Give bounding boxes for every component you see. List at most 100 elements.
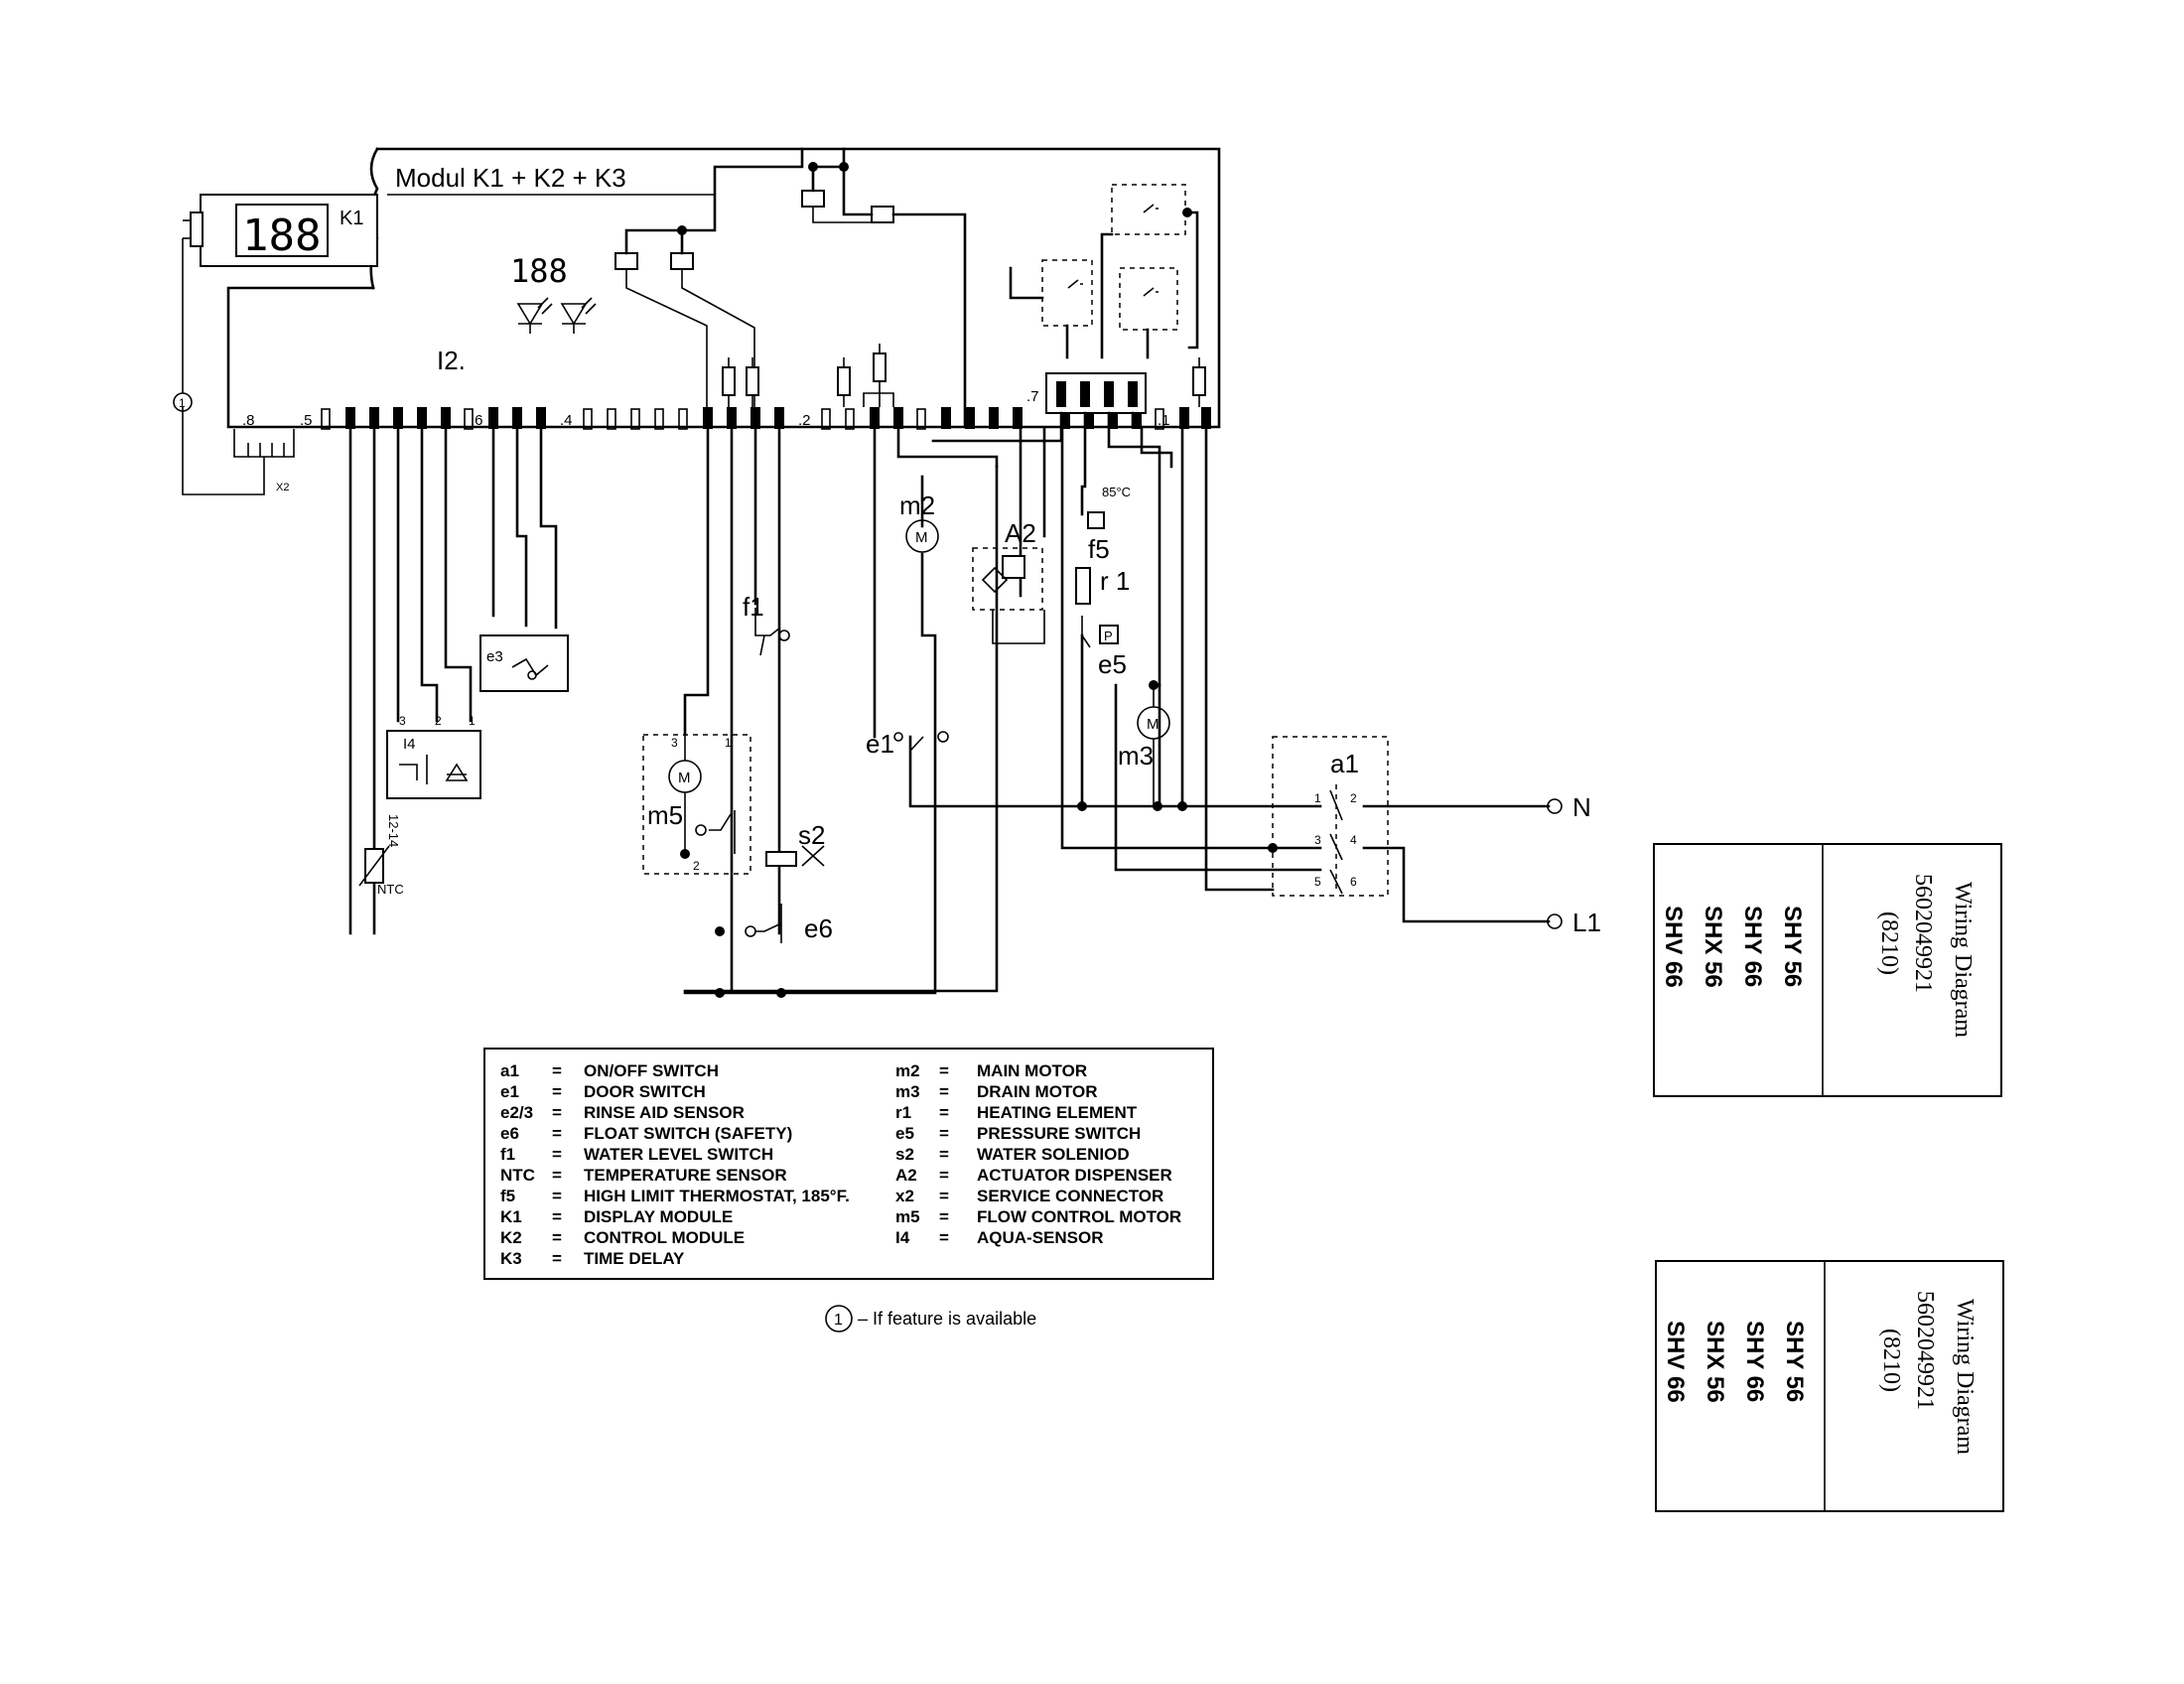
title-block-2-model-4: SHV 66: [1662, 1321, 1689, 1403]
s2-water-solenoid: s2: [765, 820, 825, 867]
r1-heating-element: r 1: [1075, 566, 1130, 605]
title-block-1: Wiring Diagram 5602049921 (8210) SHY 56 …: [1653, 843, 2002, 1097]
i4-pin-1: 1: [469, 714, 476, 728]
title-block-1-code: (8210): [1876, 912, 1902, 975]
m3-label: m3: [1118, 741, 1154, 771]
legend-eq: =: [939, 1187, 949, 1205]
legend-code: m5: [895, 1207, 920, 1226]
legend-eq: =: [939, 1061, 949, 1080]
k1-label: K1: [340, 208, 363, 229]
legend-desc: TIME DELAY: [584, 1249, 685, 1268]
pin-label-1: .1: [1158, 412, 1170, 429]
legend-desc: ON/OFF SWITCH: [584, 1061, 719, 1080]
f5-high-limit-thermostat: 85°C f5: [1081, 485, 1131, 564]
title-block-2-number: 5602049921: [1912, 1291, 1938, 1410]
legend-eq: =: [939, 1207, 949, 1226]
legend-eq: =: [552, 1228, 562, 1247]
legend-desc: FLOAT SWITCH (SAFETY): [584, 1124, 792, 1143]
legend-code: K2: [500, 1228, 522, 1247]
legend-eq: =: [552, 1124, 562, 1143]
m5-pin-1: 1: [725, 736, 732, 750]
title-block-2: Wiring Diagram 5602049921 (8210) SHY 56 …: [1655, 1260, 2004, 1512]
r1-label: r 1: [1100, 566, 1130, 596]
footnote-text: – If feature is available: [858, 1309, 1036, 1329]
title-block-1-model-2: SHY 66: [1739, 906, 1766, 987]
m5-pin-2: 2: [693, 859, 700, 873]
title-block-2-code: (8210): [1878, 1329, 1904, 1392]
legend-desc: HEATING ELEMENT: [977, 1103, 1138, 1122]
board-label: I2.: [437, 346, 466, 375]
title-block-1-title: Wiring Diagram: [1950, 882, 1976, 1038]
title-block-2-model-1: SHY 56: [1781, 1321, 1808, 1402]
legend-desc: DISPLAY MODULE: [584, 1207, 733, 1226]
i4-pin-3: 3: [399, 714, 406, 728]
e6-float-switch: e6: [745, 904, 833, 943]
terminal-n-label: N: [1572, 792, 1591, 822]
m2-main-motor: M m2: [899, 491, 939, 553]
legend-eq: =: [939, 1145, 949, 1164]
a1-pin-1: 1: [1314, 791, 1321, 805]
board-display-digits: 188: [510, 252, 568, 290]
legend-eq: =: [552, 1061, 562, 1080]
legend-desc: WATER SOLENIOD: [977, 1145, 1130, 1164]
title-block-2-model-2: SHY 66: [1741, 1321, 1768, 1402]
legend-eq: =: [939, 1082, 949, 1101]
legend-desc: CONTROL MODULE: [584, 1228, 745, 1247]
a2-label: A2: [1005, 518, 1036, 548]
legend-code: e6: [500, 1124, 519, 1143]
legend-desc: DRAIN MOTOR: [977, 1082, 1098, 1101]
led-indicators: [516, 297, 597, 334]
k1-display-digits: 188: [242, 210, 321, 261]
module-title: Modul K1 + K2 + K3: [395, 163, 626, 193]
legend-desc: PRESSURE SWITCH: [977, 1124, 1141, 1143]
pin-label-5: .5: [300, 412, 313, 429]
legend-code: e2/3: [500, 1103, 533, 1122]
legend-eq: =: [552, 1166, 562, 1185]
legend-desc: FLOW CONTROL MOTOR: [977, 1207, 1181, 1226]
e3-rinse-aid-sensor: e3: [479, 634, 569, 692]
legend-code: a1: [500, 1061, 519, 1080]
e6-label: e6: [804, 913, 833, 943]
title-block-2-title: Wiring Diagram: [1952, 1299, 1978, 1455]
legend-desc: ACTUATOR DISPENSER: [977, 1166, 1172, 1185]
m5-symbol: M: [678, 770, 691, 786]
f5-temp-label: 85°C: [1102, 485, 1131, 499]
a2-actuator-dispenser: A2: [972, 518, 1045, 644]
ntc-sensor: NTC 12-14: [358, 814, 404, 897]
m3-drain-motor: M m3: [1118, 685, 1170, 806]
a1-pin-3: 3: [1314, 833, 1321, 847]
title-block-2-model-3: SHX 56: [1702, 1321, 1728, 1403]
legend-footnote: 1 – If feature is available: [825, 1305, 1036, 1333]
legend-eq: =: [552, 1249, 562, 1268]
legend-eq: =: [939, 1166, 949, 1185]
legend-eq: =: [552, 1145, 562, 1164]
pin-label-8: .8: [242, 412, 255, 429]
legend-code: K1: [500, 1207, 522, 1226]
optional-marker-1: 1: [179, 396, 186, 410]
m2-label: m2: [899, 491, 935, 520]
m5-pin-3: 3: [671, 736, 678, 750]
title-block-1-model-3: SHX 56: [1700, 906, 1726, 988]
pin-strip: .8 .5 .6 .4 .2 .7 .1: [242, 388, 1211, 430]
ntc-pins-label: 12-14: [386, 814, 401, 847]
i4-aqua-sensor: I4 3 2 1: [386, 714, 481, 799]
pin-label-7: .7: [1026, 388, 1039, 405]
relays: [1009, 184, 1199, 359]
legend-eq: =: [939, 1228, 949, 1247]
x2-service-connector: 1 X2: [173, 238, 295, 495]
legend-code: f1: [500, 1145, 515, 1164]
f1-label: f1: [743, 592, 764, 622]
e5-symbol: P: [1104, 629, 1113, 643]
top-resistors: [722, 344, 1206, 407]
s2-label: s2: [798, 820, 825, 850]
e5-label: e5: [1098, 649, 1127, 679]
pin-label-4: .4: [560, 412, 573, 429]
legend-eq: =: [939, 1124, 949, 1143]
f1-water-level-switch: f1: [743, 592, 790, 656]
m2-symbol: M: [915, 529, 928, 546]
title-block-1-model-1: SHY 56: [1779, 906, 1806, 987]
